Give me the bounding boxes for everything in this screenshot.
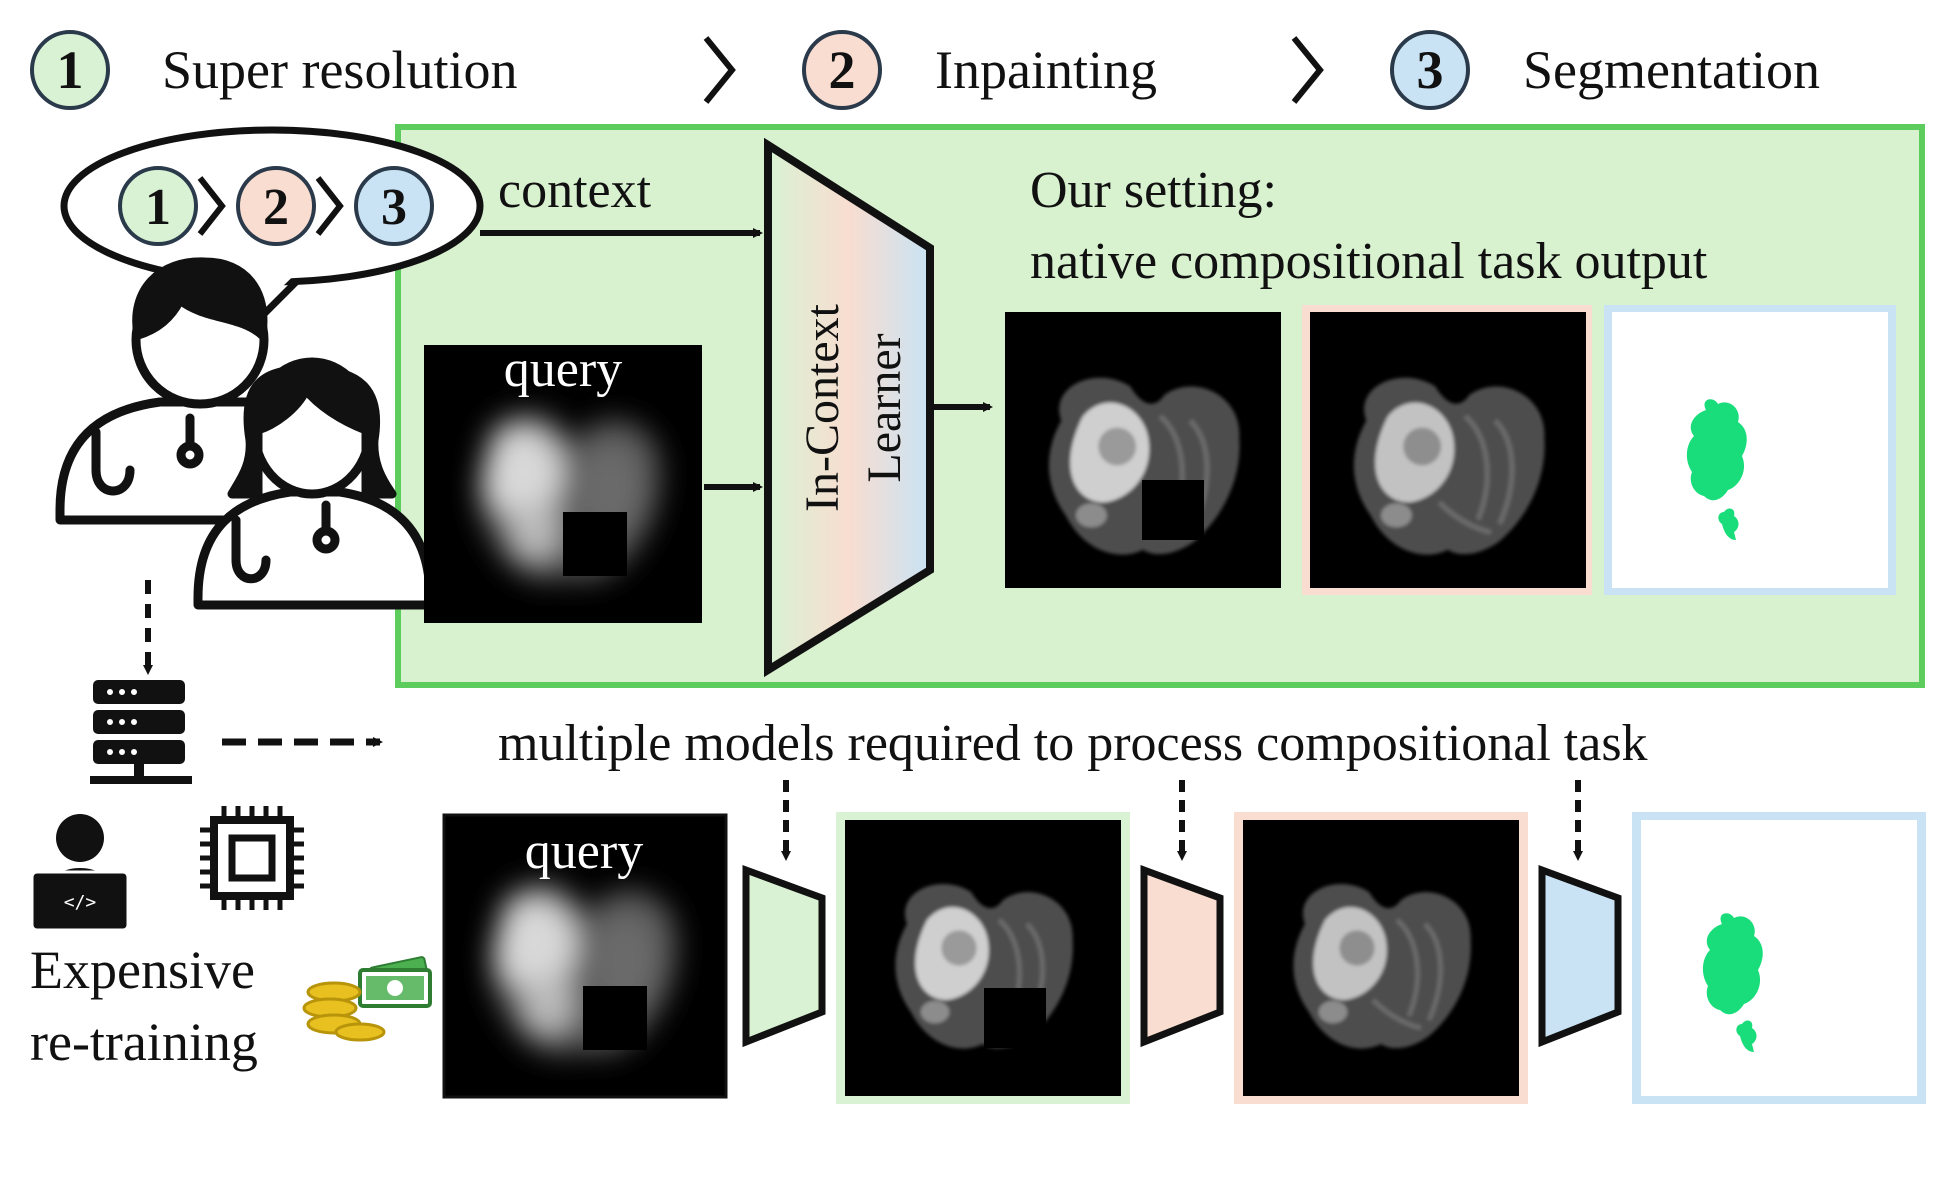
bubble-step-3-badge xyxy=(354,166,434,246)
server-icon xyxy=(90,680,192,784)
step-1: 1 Super resolution xyxy=(30,30,517,110)
developer-icon: </> xyxy=(30,814,130,932)
cost-label-line-1: Expensive xyxy=(30,940,255,1000)
bottom-query-label: query xyxy=(525,823,643,880)
bubble-step-3-number: 3 xyxy=(381,179,407,236)
in-context-learner: In-Context Learner xyxy=(764,137,934,678)
step-3: 3 Segmentation xyxy=(1390,30,1820,110)
step-2-number: 2 xyxy=(829,40,856,100)
top-query-label: query xyxy=(504,341,622,398)
chevron-right-icon xyxy=(703,36,736,104)
step-3-badge xyxy=(1390,30,1470,110)
bubble-step-2-number: 2 xyxy=(263,179,289,236)
svg-text:</>: </> xyxy=(64,892,97,913)
chip-icon xyxy=(200,806,304,910)
step-1-badge xyxy=(30,30,110,110)
chevron-right-icon xyxy=(315,176,344,236)
top-output-segmentation xyxy=(1604,305,1896,595)
setting-title: Our setting: xyxy=(1030,162,1277,219)
step-row: 1 Super resolution 2 Inpainting 3 Segmen… xyxy=(30,30,1820,110)
model-2-trapezoid xyxy=(1140,864,1224,1048)
bottom-query-image: query xyxy=(442,813,728,1099)
bubble-step-2-badge xyxy=(236,166,316,246)
bubble-step-1-badge xyxy=(118,166,198,246)
speech-bubble: 1 2 3 xyxy=(60,126,484,332)
money-icon xyxy=(302,956,432,1042)
bottom-output-inpainting xyxy=(1234,812,1528,1104)
step-1-label: Super resolution xyxy=(162,40,517,100)
top-output-inpainting xyxy=(1302,305,1592,595)
setting-subtitle: native compositional task output xyxy=(1030,233,1708,290)
model-3-trapezoid xyxy=(1538,864,1622,1048)
pipeline-caption: multiple models required to process comp… xyxy=(498,715,1648,772)
chevron-right-icon xyxy=(1291,36,1324,104)
step-2-badge xyxy=(802,30,882,110)
chevron-right-icon xyxy=(197,176,226,236)
learner-label-line-2: Learner xyxy=(858,333,911,482)
top-output-super-resolution xyxy=(1005,312,1281,588)
cost-label-line-2: re-training xyxy=(30,1012,258,1072)
doctors-icon xyxy=(55,257,435,610)
context-label: context xyxy=(498,162,652,219)
bottom-output-super-resolution xyxy=(836,812,1130,1104)
top-query-image: query xyxy=(424,341,702,623)
bubble-step-1-number: 1 xyxy=(145,179,171,236)
step-3-number: 3 xyxy=(1417,40,1444,100)
step-2: 2 Inpainting xyxy=(802,30,1157,110)
model-1-trapezoid xyxy=(742,864,826,1048)
learner-label-line-1: In-Context xyxy=(796,303,849,512)
step-2-label: Inpainting xyxy=(935,40,1157,100)
step-1-number: 1 xyxy=(57,40,84,100)
bottom-output-segmentation xyxy=(1632,812,1926,1104)
step-3-label: Segmentation xyxy=(1523,40,1820,100)
